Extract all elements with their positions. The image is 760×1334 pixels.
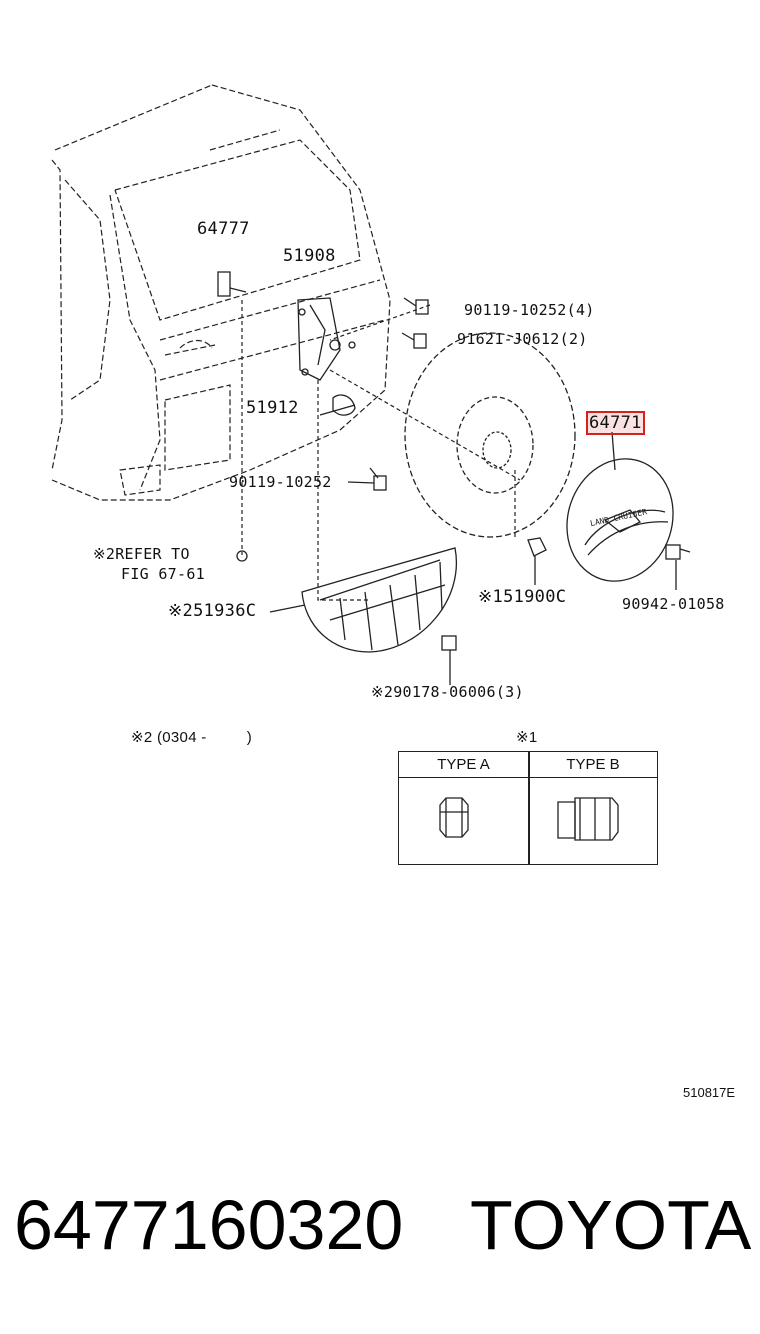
label-51936c[interactable]: ※251936C [168,601,257,621]
label-64771-highlighted[interactable]: 64771 [586,411,645,435]
label-91621-j0612[interactable]: 91621-J0612(2) [457,330,588,348]
type-a-header: TYPE A [437,756,490,773]
note-date-range: ※2 (0304 - ) [131,729,253,746]
lug-nut [527,537,547,557]
refer-to-line-2[interactable]: FIG 67-61 [121,565,205,583]
label-51900c[interactable]: ※151900C [478,587,567,607]
lock-cylinder [332,394,356,416]
type-b-header: TYPE B [566,756,620,773]
brand-title: TOYOTA [470,1186,752,1264]
tire-cover [566,458,674,582]
parts-diagram: LAND CRUISER [51,84,691,841]
label-90119-10252-4[interactable]: 90119-10252(4) [464,301,595,319]
label-51912[interactable]: 51912 [246,398,299,418]
table-divider [528,752,530,864]
label-64777[interactable]: 64777 [197,219,250,239]
label-51908[interactable]: 51908 [283,246,336,266]
carrier-bracket [297,297,356,381]
label-90942-01058[interactable]: 90942-01058 [622,595,725,613]
vehicle-body-outline [51,84,391,501]
note-1-marker: ※1 [516,729,538,746]
bolt-cover [665,544,691,560]
label-90178-06006[interactable]: ※290178-06006(3) [371,683,524,701]
emblem-text: LAND CRUISER [589,507,648,528]
hinge-part [217,271,247,297]
spare-tire [404,332,576,538]
nut-type-table: TYPE A TYPE B [398,751,658,865]
clip-part [236,550,248,562]
type-a-nut-icon [439,797,469,838]
bolt-second [401,332,427,349]
refer-to-line-1: ※2REFER TO [93,545,190,563]
type-b-nut-icon [557,797,619,841]
part-number-title: 6477160320 [14,1186,404,1264]
bolt-mid [369,467,387,491]
image-code: 510817E [683,1085,736,1100]
nut-bottom [441,635,457,651]
bolt-top [403,297,429,315]
label-90119-10252[interactable]: 90119-10252 [229,473,332,491]
protector-plate [301,547,457,653]
